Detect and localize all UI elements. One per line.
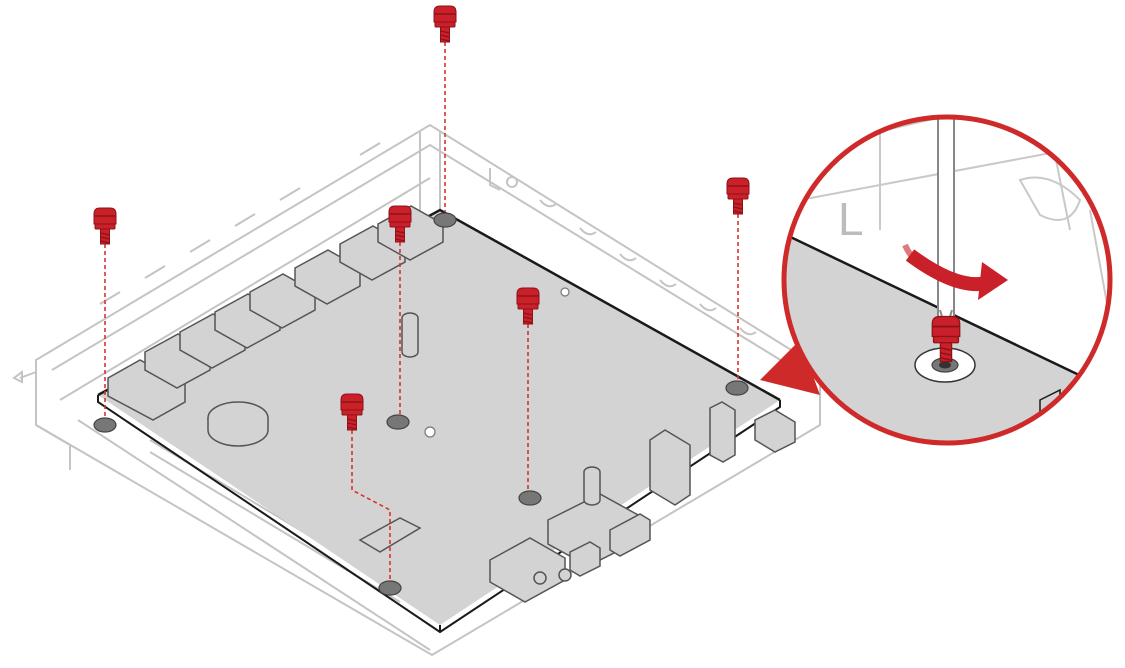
- chassis-letter: L: [838, 193, 864, 245]
- system-board: [97, 205, 796, 634]
- screw-hole: [725, 380, 749, 396]
- screw-hole: [93, 417, 117, 433]
- screw-guide-line: [351, 430, 391, 580]
- magnified-callout: L: [760, 114, 1113, 446]
- screw-hole: [386, 414, 410, 430]
- screw-hole: [433, 212, 457, 228]
- screw-hole: [518, 490, 542, 506]
- screw-hole: [378, 580, 402, 596]
- screw-holes: [93, 212, 749, 596]
- screw-guide-lines: [104, 42, 739, 580]
- screw: [433, 5, 457, 43]
- screw: [93, 207, 117, 245]
- screw: [726, 177, 750, 215]
